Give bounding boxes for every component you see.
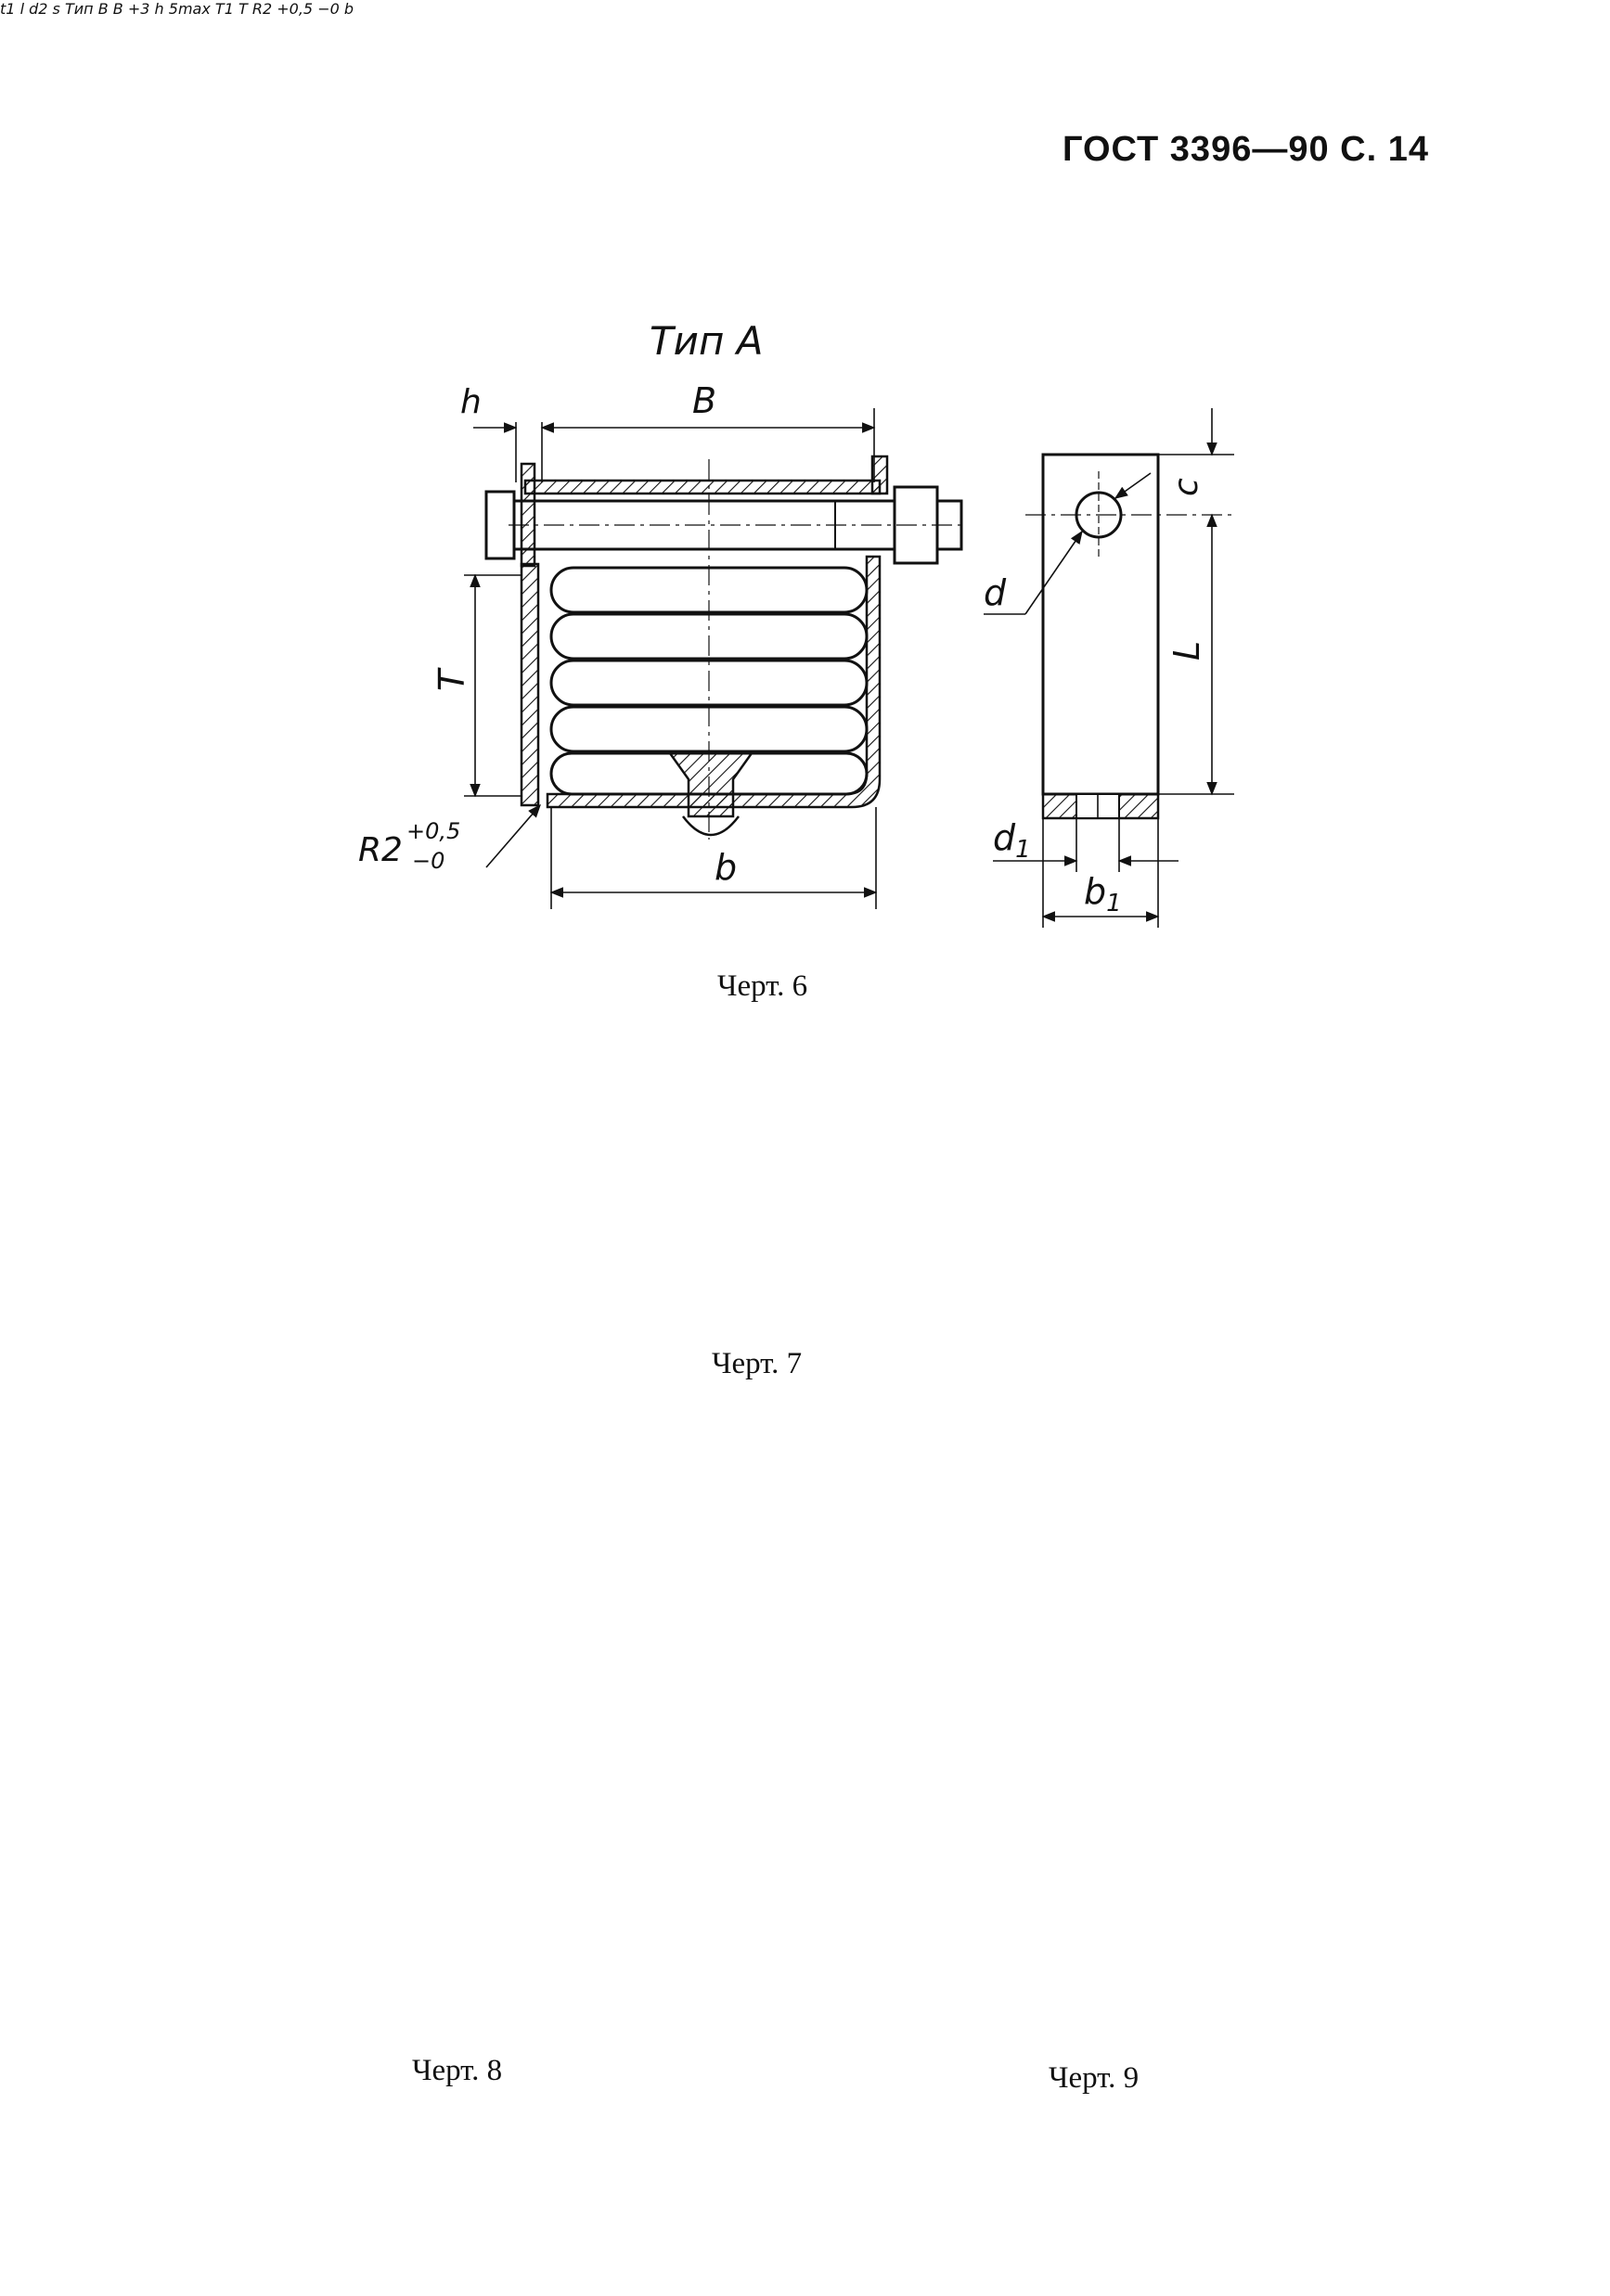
figure-6: Тип А h B [358, 318, 1234, 928]
fig7-dim-t1: t1 [0, 0, 16, 18]
fig8-screw: B +3 h 5max T1 T R2 +0,5 −0 b [113, 0, 354, 18]
fig6-top-plate [523, 479, 882, 495]
fig6-dim-B: B [692, 380, 716, 421]
caption-fig7: Черт. 7 [712, 1347, 803, 1380]
caption-fig8: Черт. 8 [412, 2054, 503, 2087]
fig8-dim-B-tol: +3 [127, 0, 150, 18]
fig6-left-wall [520, 562, 540, 807]
caption-fig9: Черт. 9 [1049, 2061, 1140, 2095]
fig6-dim-R-tol-up: +0,5 [406, 818, 460, 844]
fig6-dim-R-tol-down: −0 [412, 848, 444, 874]
fig6-dim-d1: d1 [993, 817, 1031, 864]
fig6-dim-L: L [1166, 641, 1207, 661]
fig6-type-title: Тип А [650, 318, 764, 364]
fig8-housing: B +3 h 5max T1 T R2 +0,5 −0 b [113, 0, 354, 18]
fig8-dim-T1: T1 [214, 0, 234, 18]
fig7-dim-l: l [19, 0, 25, 18]
fig6-dim-T: T [431, 667, 472, 691]
fig7-cross-section: d2 s [29, 0, 65, 18]
fig8-dim-R-tol-down: −0 [317, 0, 340, 18]
page-header: ГОСТ 3396—90 С. 14 [1062, 130, 1429, 169]
figure-8: Тип В B +3 h 5max [65, 0, 354, 18]
fig8-dim-R-tol-up: +0,5 [277, 0, 314, 18]
fig8-dim-R: R2 [251, 0, 273, 18]
fig7-dim-d2: d2 [29, 0, 48, 18]
fig8-dim-h: h [154, 0, 164, 18]
fig8-dim-T: T [238, 0, 248, 18]
figure-7: t1 l d2 s [0, 0, 65, 18]
fig6-dim-R: R2 [358, 831, 403, 869]
fig8-dim-b: b [343, 0, 354, 18]
fig6-dim-d: d [984, 572, 1007, 613]
fig6-dim-b: b [715, 847, 737, 888]
fig6-dim-c: c [1167, 478, 1205, 496]
fig8-dim-B: B [112, 0, 123, 18]
fig6-dim-b1: b1 [1084, 871, 1122, 917]
fig6-screw [667, 751, 754, 818]
fig8-dim-5max: 5max [168, 0, 211, 18]
fig7-strip: t1 l d2 s [0, 0, 65, 18]
fig8-type-title: Тип В [64, 0, 109, 18]
fig7-dim-s: s [52, 0, 60, 18]
caption-fig6: Черт. 6 [717, 969, 808, 1003]
fig6-dim-h: h [460, 383, 482, 421]
